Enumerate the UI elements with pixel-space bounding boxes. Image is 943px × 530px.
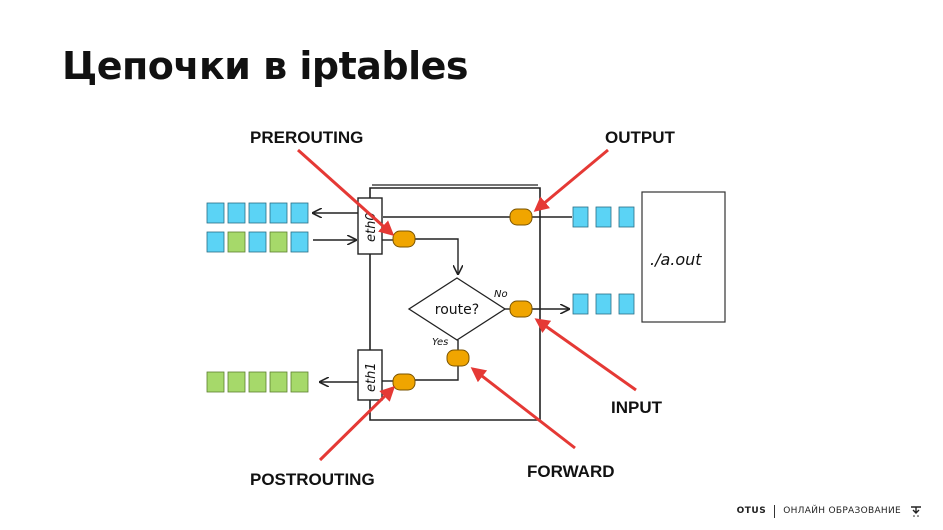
forward-hook [446, 349, 470, 367]
footer-brand: OTUS [736, 506, 767, 516]
packet [248, 231, 267, 253]
callout-arrows [297, 148, 637, 462]
packet [227, 202, 246, 224]
packet [290, 202, 309, 224]
packet-queue-top [206, 202, 309, 224]
postrouting-hook [392, 373, 416, 391]
eth1-label: eth1 [364, 362, 379, 392]
otus-logo-icon [911, 506, 921, 517]
input-hook [509, 300, 533, 318]
process-box: ./a.out [641, 191, 726, 323]
packet-queue-incoming [206, 231, 309, 253]
packet [206, 371, 225, 393]
output-hook [509, 208, 533, 226]
packet [290, 231, 309, 253]
prerouting-label: PREROUTING [250, 128, 363, 147]
packet [269, 371, 288, 393]
packet [572, 293, 589, 315]
packet-queue-output [572, 206, 635, 228]
forward-label: FORWARD [527, 462, 615, 481]
route-label: route? [435, 302, 479, 318]
chain-labels: PREROUTING OUTPUT INPUT FORWARD POSTROUT… [250, 128, 676, 489]
packet [227, 371, 246, 393]
packet-queue-input [572, 293, 635, 315]
packet [595, 206, 612, 228]
input-label: INPUT [611, 398, 663, 417]
packet [572, 206, 589, 228]
footer: OTUS ОНЛАЙН ОБРАЗОВАНИЕ [737, 504, 923, 518]
packet [227, 231, 246, 253]
prerouting-hook [392, 230, 416, 248]
packet [618, 293, 635, 315]
packet [248, 371, 267, 393]
route-no-label: No [494, 289, 508, 300]
process-label: ./a.out [650, 250, 702, 269]
packet-queue-bottom [206, 371, 309, 393]
slide-title: Цепочки в iptables [62, 44, 469, 88]
postrouting-label: POSTROUTING [250, 470, 375, 489]
packet [269, 202, 288, 224]
footer-tagline: ОНЛАЙН ОБРАЗОВАНИЕ [783, 506, 901, 516]
route-decision: route? No Yes [407, 277, 508, 348]
flow-arrows [313, 213, 572, 382]
packet [618, 206, 635, 228]
packet [206, 202, 225, 224]
route-yes-label: Yes [432, 337, 448, 348]
packet [595, 293, 612, 315]
packet [248, 202, 267, 224]
eth1-interface: eth1 [357, 349, 383, 401]
hook-points [392, 208, 533, 391]
output-label: OUTPUT [605, 128, 676, 147]
footer-divider [774, 504, 776, 518]
packet [206, 231, 225, 253]
packet [269, 231, 288, 253]
packet [290, 371, 309, 393]
